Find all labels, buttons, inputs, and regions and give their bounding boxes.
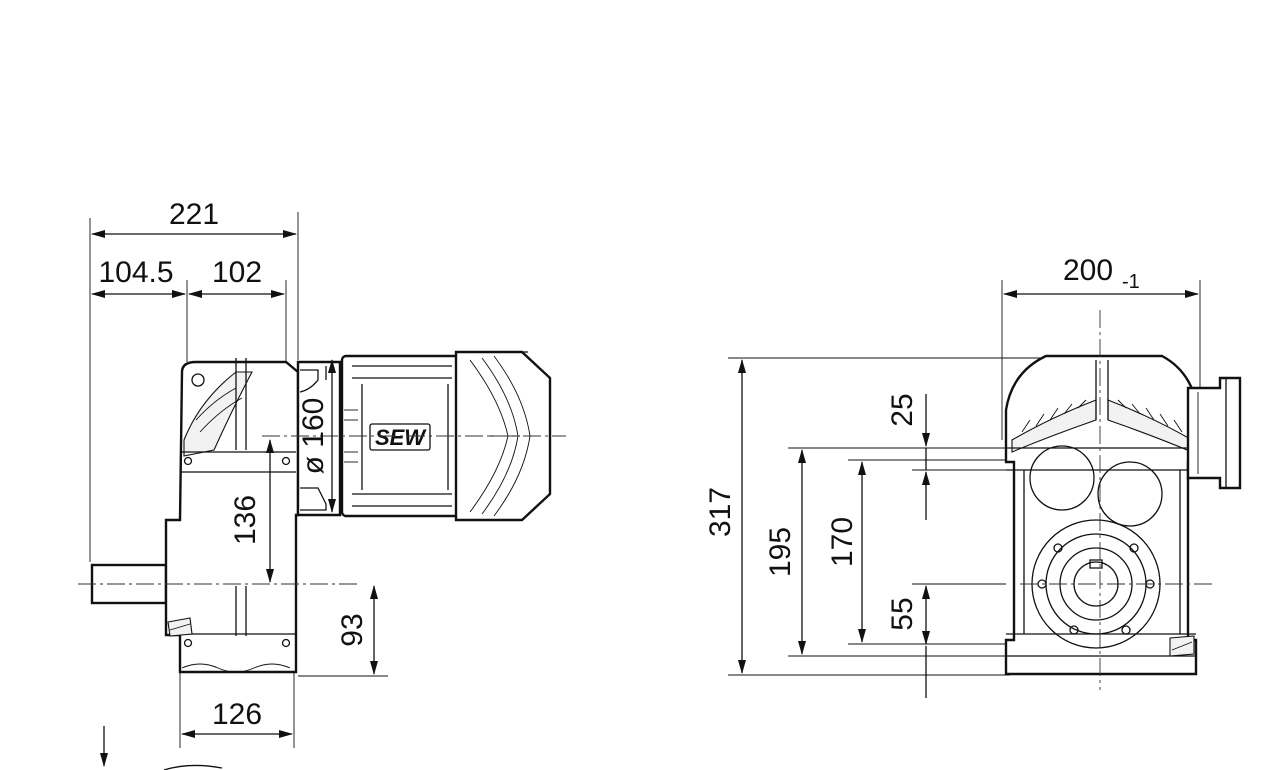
dim-200-tolerance: -1 bbox=[1122, 271, 1140, 293]
dim-25-label: 25 bbox=[886, 393, 919, 426]
front-view: 200 -1 bbox=[704, 254, 1242, 698]
dim-104-5-label: 104.5 bbox=[98, 256, 173, 289]
dim-93-label: 93 bbox=[336, 613, 369, 646]
dim-126-label: 126 bbox=[212, 698, 262, 731]
dim-160-label: ø 160 bbox=[297, 398, 330, 475]
dim-136-label: 136 bbox=[229, 495, 262, 545]
front-motor-stub bbox=[1186, 376, 1242, 490]
dim-195-label: 195 bbox=[764, 527, 797, 577]
brand-label: SEW bbox=[375, 425, 427, 450]
front-housing bbox=[1004, 354, 1200, 676]
dim-102-label: 102 bbox=[212, 256, 262, 289]
side-view: 221 104.5 102 bbox=[78, 198, 566, 770]
dim-170-label: 170 bbox=[826, 517, 859, 567]
dim-200-label: 200 bbox=[1063, 254, 1113, 287]
dim-317-label: 317 bbox=[704, 487, 737, 537]
gear-circle-right bbox=[1097, 461, 1163, 527]
dim-221-label: 221 bbox=[169, 198, 219, 231]
gear-circle-left bbox=[1029, 445, 1095, 511]
dim-55-label: 55 bbox=[886, 597, 919, 630]
